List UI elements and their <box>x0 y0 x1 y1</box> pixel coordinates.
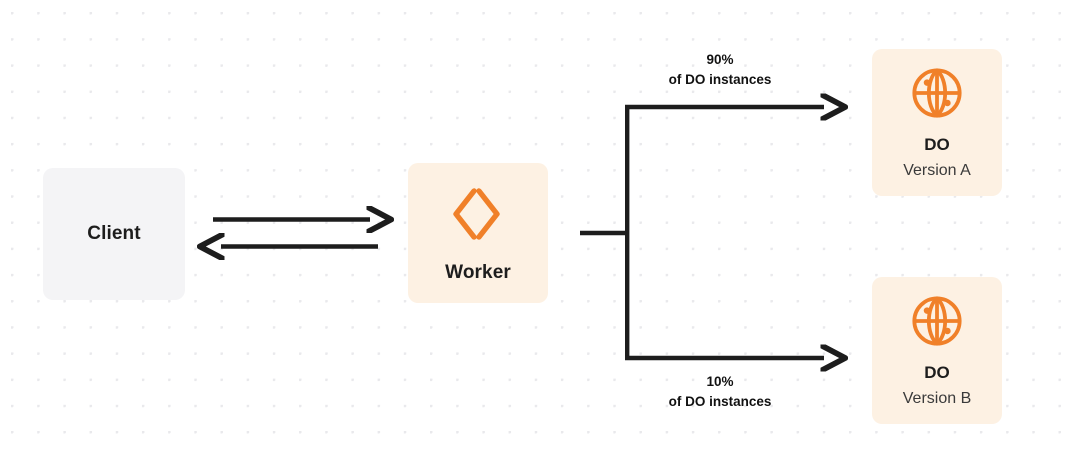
globe-icon <box>908 64 966 122</box>
node-do-b-sublabel: Version B <box>902 390 972 408</box>
node-worker-label: Worker <box>445 261 511 283</box>
node-do-a-sublabel: Version A <box>903 162 971 180</box>
edge-label-do-a: 90% of DO instances <box>600 50 840 89</box>
node-do-b-label: DO <box>924 362 950 382</box>
cloudflare-workers-logo-icon <box>446 182 510 246</box>
node-worker[interactable]: Worker <box>408 163 548 303</box>
node-do-a-label: DO <box>924 134 950 154</box>
globe-icon <box>908 292 966 350</box>
node-client-label: Client <box>87 222 141 244</box>
edge-label-do-b: 10% of DO instances <box>600 372 840 411</box>
edge-label-do-b-percent: 10% <box>706 374 734 389</box>
node-do-version-a[interactable]: DO Version A <box>872 49 1002 196</box>
edge-label-do-b-description: of DO instances <box>668 393 772 409</box>
edge-worker-branch-trunk <box>580 107 630 358</box>
node-do-version-b[interactable]: DO Version B <box>872 277 1002 424</box>
edge-label-do-a-description: of DO instances <box>668 71 772 87</box>
edge-label-do-a-percent: 90% <box>706 52 734 67</box>
node-client[interactable]: Client <box>43 168 185 300</box>
